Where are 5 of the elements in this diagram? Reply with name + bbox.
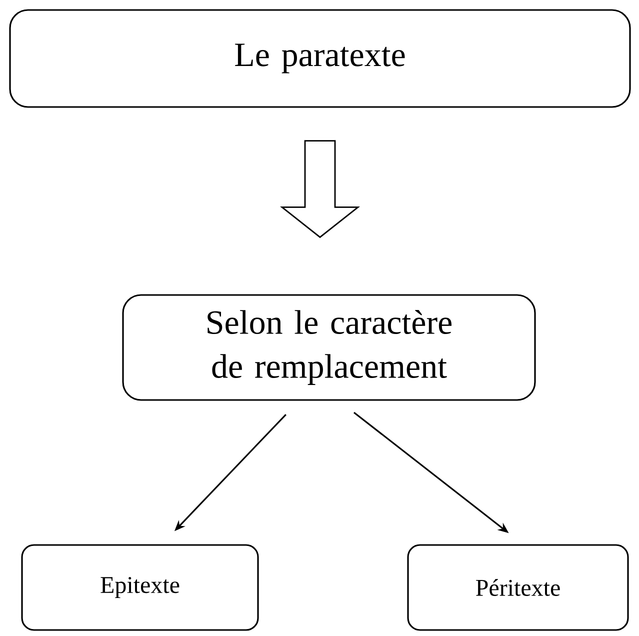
- process-box: Epitexte: [21, 544, 259, 631]
- process-box: Péritexte: [407, 544, 629, 631]
- block-arrow: [280, 140, 360, 238]
- process-box: Selon le caractère de remplacement: [122, 294, 536, 401]
- process-box: Le paratexte: [9, 9, 631, 108]
